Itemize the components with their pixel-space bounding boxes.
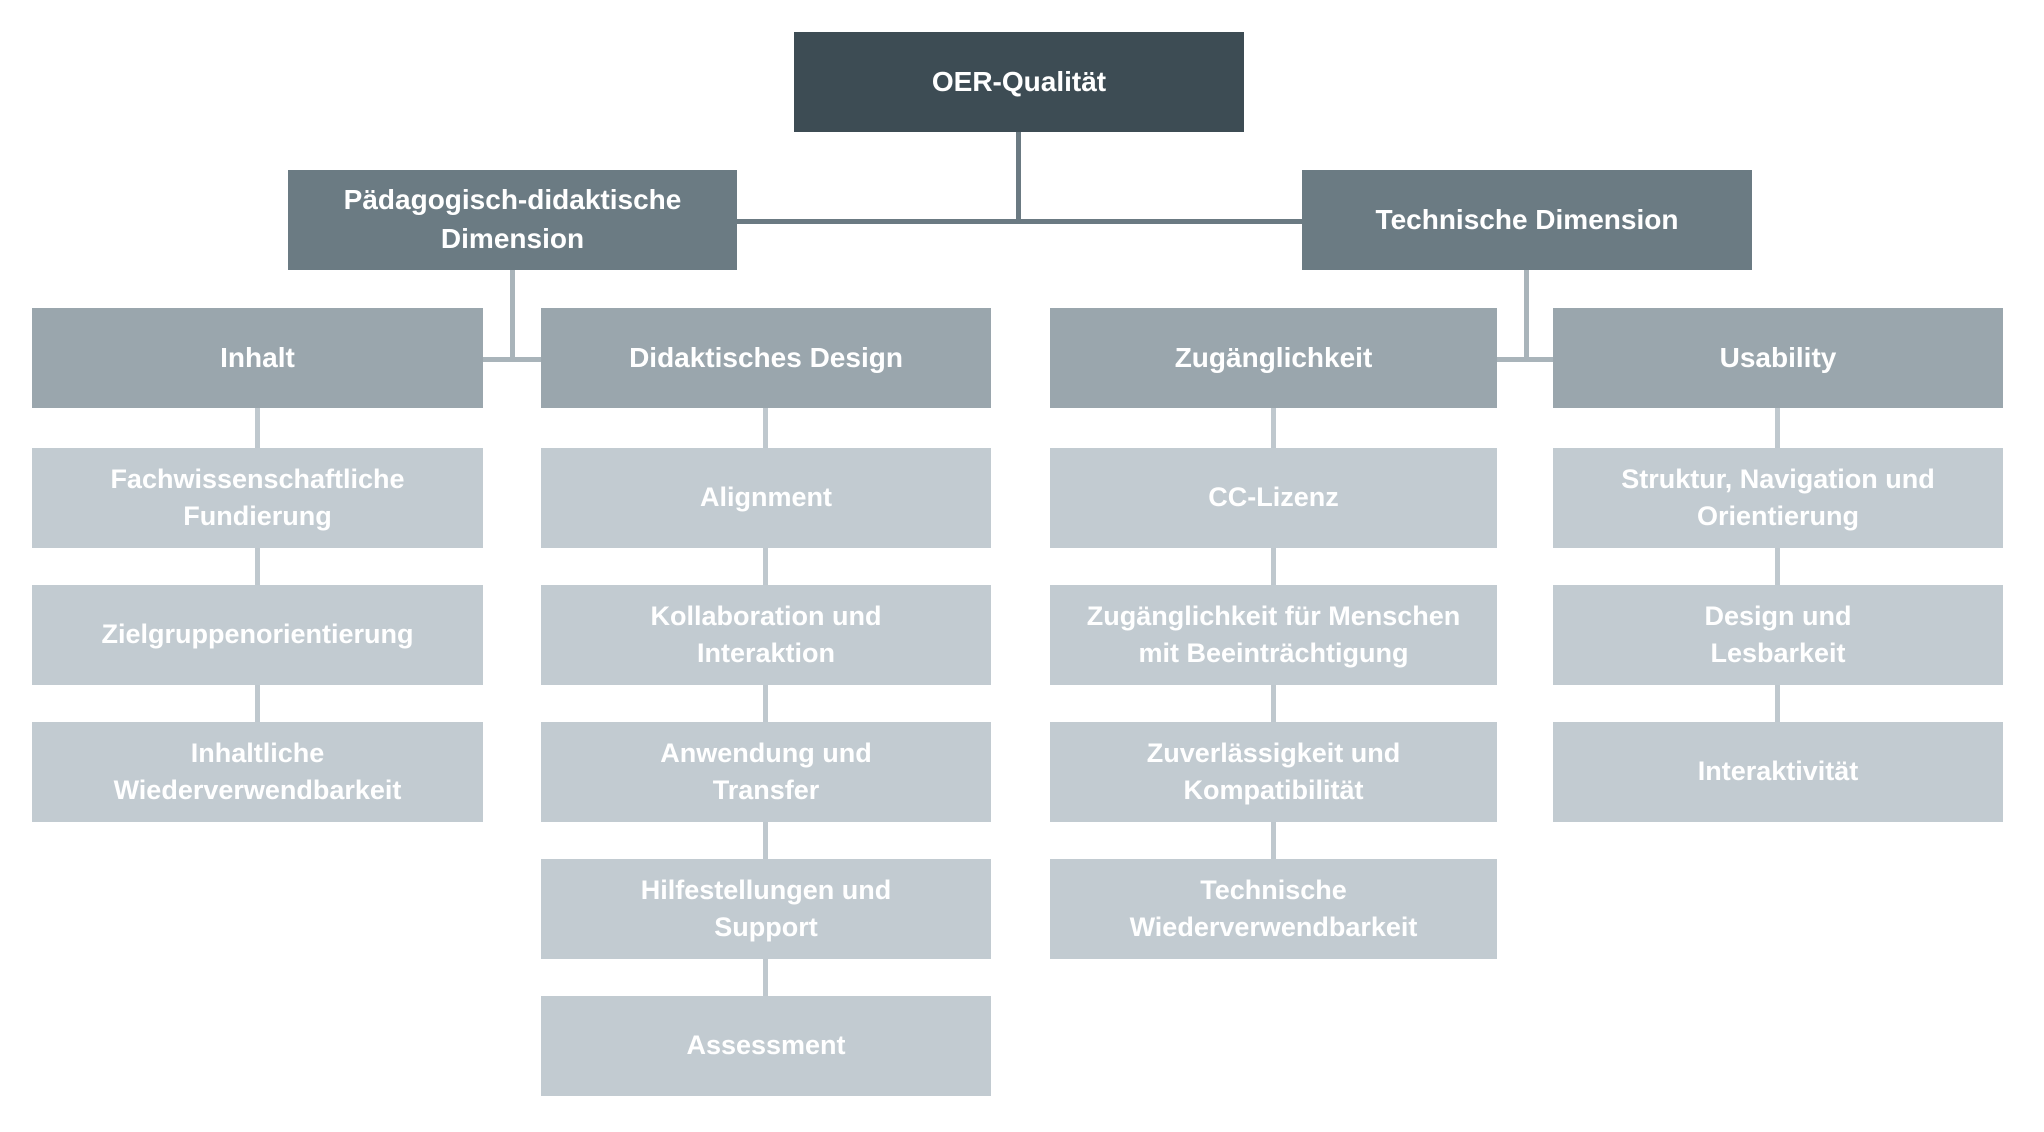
node-zielgruppenorientierung: Zielgruppenorientierung — [32, 585, 483, 685]
node-didaktisches-design: Didaktisches Design — [541, 308, 991, 408]
node-fachwissenschaftliche-fundierung: Fachwissenschaftliche Fundierung — [32, 448, 483, 548]
connector-root-vertical — [1016, 132, 1021, 224]
node-zugaenglichkeit: Zugänglichkeit — [1050, 308, 1497, 408]
node-oer-qualitaet: OER-Qualität — [794, 32, 1244, 132]
connector-chain-usability — [1775, 408, 1780, 722]
node-usability: Usability — [1553, 308, 2003, 408]
node-inhalt: Inhalt — [32, 308, 483, 408]
node-technische-dimension: Technische Dimension — [1302, 170, 1752, 270]
connector-root-horizontal — [737, 219, 1302, 224]
node-anwendung-und-transfer: Anwendung und Transfer — [541, 722, 991, 822]
node-hilfestellungen-und-support: Hilfestellungen und Support — [541, 859, 991, 959]
node-alignment: Alignment — [541, 448, 991, 548]
node-struktur-navigation-und-orientierung: Struktur, Navigation und Orientierung — [1553, 448, 2003, 548]
connector-paedagogisch-horizontal — [483, 357, 541, 362]
node-assessment: Assessment — [541, 996, 991, 1096]
connector-chain-didaktisches-design — [763, 408, 768, 996]
node-paedagogisch-didaktische-dimension: Pädagogisch-didaktische Dimension — [288, 170, 737, 270]
node-kollaboration-und-interaktion: Kollaboration und Interaktion — [541, 585, 991, 685]
connector-paedagogisch-vertical — [510, 270, 515, 362]
connector-technische-vertical — [1524, 270, 1529, 362]
connector-chain-inhalt — [255, 408, 260, 722]
node-technische-wiederverwendbarkeit: Technische Wiederverwendbarkeit — [1050, 859, 1497, 959]
node-design-und-lesbarkeit: Design und Lesbarkeit — [1553, 585, 2003, 685]
node-interaktivitaet: Interaktivität — [1553, 722, 2003, 822]
node-inhaltliche-wiederverwendbarkeit: Inhaltliche Wiederverwendbarkeit — [32, 722, 483, 822]
connector-technische-horizontal — [1497, 357, 1553, 362]
node-cc-lizenz: CC-Lizenz — [1050, 448, 1497, 548]
node-zuverlaessigkeit-und-kompatibilitaet: Zuverlässigkeit und Kompatibilität — [1050, 722, 1497, 822]
node-zugaenglichkeit-fuer-menschen-mit-beeintraechtigung: Zugänglichkeit für Menschen mit Beeinträ… — [1050, 585, 1497, 685]
